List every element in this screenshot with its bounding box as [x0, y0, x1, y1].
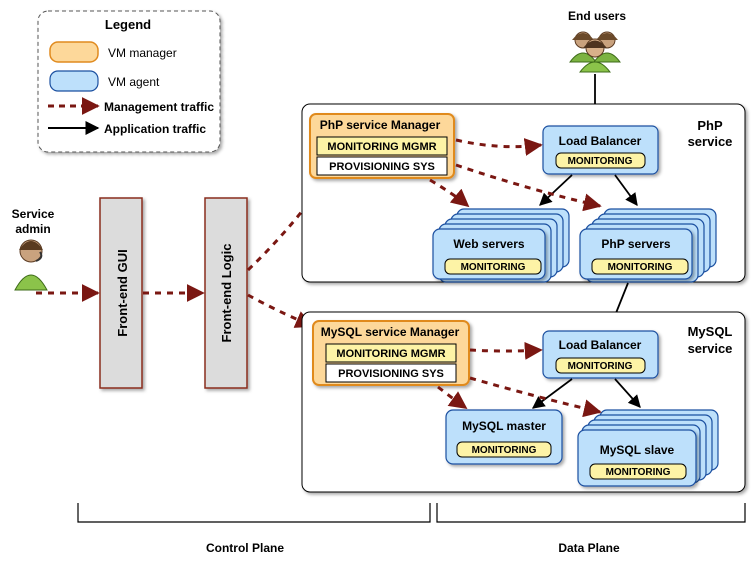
- mysql-lb-monitoring: [555, 357, 646, 374]
- php-load-balancer-label: Load Balancer: [559, 134, 642, 148]
- mysql-slave-label: MySQL slave: [600, 443, 675, 457]
- php-provisioning-sys: [316, 156, 448, 176]
- mysql-master-label: MySQL master: [462, 419, 546, 433]
- php-provisioning-sys-label: PROVISIONING SYS: [329, 161, 435, 173]
- php-servers-monitoring-label: MONITORING: [608, 262, 673, 273]
- legend: Legend VM manager VM agent Management tr…: [37, 10, 221, 153]
- php-monitoring-mgmr-label: MONITORING MGMR: [327, 141, 436, 153]
- php-lb-monitoring: [555, 152, 646, 169]
- mysql-provisioning-sys-label: PROVISIONING SYS: [338, 368, 444, 380]
- php-monitoring-mgmr: [316, 136, 448, 156]
- legend-vm-agent-swatch: [49, 70, 99, 92]
- mysql-manager-title: MySQL service Manager: [321, 325, 460, 339]
- legend-management-label: Management traffic: [104, 100, 214, 114]
- mysql-monitoring-mgmr-label: MONITORING MGMR: [336, 348, 445, 360]
- web-servers-monitoring-label: MONITORING: [461, 262, 526, 273]
- frontend-logic-label: Front-end Logic: [219, 244, 234, 343]
- mysql-slave-monitoring: [589, 463, 687, 480]
- data-plane-bracket: [436, 503, 746, 523]
- management-arrows-control: [36, 179, 327, 328]
- service-admin-label-line2: admin: [15, 222, 50, 236]
- legend-vm-agent-label: VM agent: [108, 75, 160, 89]
- php-manager-title: PhP service Manager: [320, 118, 441, 132]
- mysql-lb-monitoring-label: MONITORING: [568, 361, 633, 372]
- mysql-master-monitoring: [456, 441, 552, 458]
- mysql-service-label-line2: service: [688, 341, 733, 356]
- data-plane-label: Data Plane: [558, 541, 620, 555]
- mysql-master-monitoring-label: MONITORING: [472, 445, 537, 456]
- legend-vm-manager-swatch: [49, 41, 99, 63]
- web-servers-label: Web servers: [453, 237, 524, 251]
- legend-title: Legend: [105, 17, 151, 32]
- mysql-monitoring-mgmr: [325, 343, 457, 363]
- php-servers-label: PhP servers: [601, 237, 670, 251]
- php-servers-monitoring: [591, 258, 689, 275]
- web-servers-monitoring: [444, 258, 542, 275]
- mysql-slave-monitoring-label: MONITORING: [606, 467, 671, 478]
- php-service-label-line1: PhP: [697, 118, 723, 133]
- end-users-icon: [569, 31, 621, 73]
- mysql-provisioning-sys: [325, 363, 457, 383]
- php-management-arrows: [429, 138, 602, 212]
- php-lb-monitoring-label: MONITORING: [568, 156, 633, 167]
- service-admin-label-line1: Service: [12, 207, 55, 221]
- legend-vm-manager-label: VM manager: [108, 46, 177, 60]
- mysql-service-label-line1: MySQL: [688, 324, 733, 339]
- mysql-load-balancer-label: Load Balancer: [559, 338, 642, 352]
- frontend-logic-box: [204, 197, 248, 389]
- service-admin-icon: [14, 239, 48, 291]
- mysql-application-arrows: [531, 378, 641, 409]
- mysql-management-arrows: [437, 341, 602, 418]
- control-plane-label: Control Plane: [206, 541, 284, 555]
- end-users-label: End users: [568, 9, 626, 23]
- control-plane-bracket: [77, 503, 431, 523]
- frontend-gui-box: [99, 197, 143, 389]
- legend-application-label: Application traffic: [104, 122, 206, 136]
- php-service-label-line2: service: [688, 134, 733, 149]
- frontend-gui-label: Front-end GUI: [115, 249, 130, 336]
